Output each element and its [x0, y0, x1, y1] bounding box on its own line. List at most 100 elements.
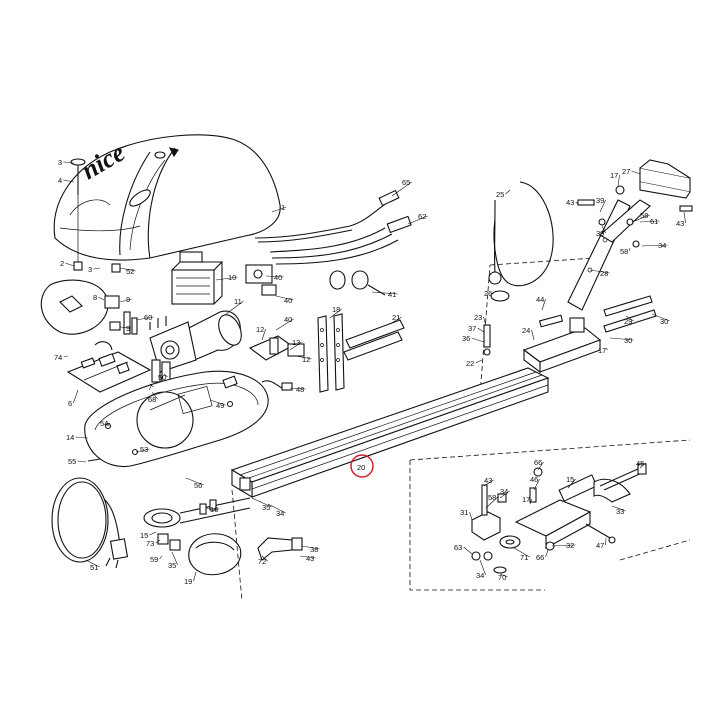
- callout-leader: [119, 298, 132, 303]
- callout-leader: [63, 179, 75, 183]
- callout-leader: [533, 478, 540, 491]
- gear-motor: [149, 310, 242, 383]
- part-number-72: 72: [258, 557, 266, 566]
- part-number-34: 34: [276, 509, 284, 518]
- callout-leader: [135, 316, 154, 321]
- limit-switch-assembly: [248, 335, 305, 361]
- control-unit-cap: [40, 279, 109, 335]
- callout-leader: [609, 337, 634, 341]
- part-number-46: 46: [530, 475, 538, 484]
- callout-leader: [611, 505, 626, 512]
- part-number-2: 2: [60, 259, 64, 268]
- callout-leader: [295, 355, 312, 360]
- connector-8: [104, 295, 121, 331]
- part-number-34: 34: [500, 487, 508, 496]
- wire-harness-62: [269, 215, 412, 265]
- part-number-23: 23: [474, 313, 482, 322]
- part-number-21: 21: [392, 313, 400, 322]
- callout-leader: [483, 316, 487, 327]
- part-number-39: 39: [596, 229, 604, 238]
- callout-leader: [275, 295, 294, 301]
- callout-leader: [407, 215, 428, 225]
- part-number-61: 61: [650, 217, 658, 226]
- base-plate: [84, 370, 269, 468]
- callout-leader: [631, 170, 641, 175]
- callout-leader: [289, 341, 302, 351]
- part-number-6: 6: [68, 399, 72, 408]
- part-number-63: 63: [454, 543, 462, 552]
- callout-leader: [225, 300, 244, 315]
- callout-leader: [77, 460, 87, 463]
- callout-leader: [265, 275, 284, 278]
- part-number-30: 30: [624, 336, 632, 345]
- callout-leader: [65, 262, 75, 267]
- callout-leader: [599, 199, 606, 213]
- callout-leader: [391, 181, 412, 197]
- part-number-33: 33: [616, 507, 624, 516]
- part-number-56: 56: [194, 481, 202, 490]
- part-number-32: 32: [566, 541, 574, 550]
- trolley-link: [514, 474, 631, 549]
- transformer: [171, 251, 224, 305]
- part-number-22: 22: [466, 359, 474, 368]
- pulley-71: [493, 535, 521, 574]
- part-number-50: 50: [158, 373, 166, 382]
- part-number-43: 43: [566, 198, 574, 207]
- part-number-29: 29: [624, 317, 632, 326]
- callout-leader: [107, 422, 110, 427]
- callout-leader: [589, 269, 610, 274]
- callout-leader: [567, 478, 576, 489]
- part-number-43: 43: [306, 554, 314, 563]
- part-number-43: 43: [484, 476, 492, 485]
- callout-leader: [205, 507, 220, 510]
- arm-28: [567, 199, 651, 311]
- callout-leader: [267, 503, 286, 514]
- motor-cover: nice: [53, 134, 281, 261]
- callout-leader: [651, 313, 670, 322]
- callout-leader: [301, 545, 320, 550]
- part-number-58: 58: [488, 493, 496, 502]
- part-number-15: 15: [140, 531, 148, 540]
- callout-leader: [513, 547, 530, 558]
- callout-leader: [251, 497, 272, 508]
- chain-end-29: [603, 295, 657, 333]
- wire-48: [261, 380, 293, 391]
- part-number-16: 16: [210, 505, 218, 514]
- part-number-7: 7: [148, 383, 152, 392]
- callout-leader: [485, 496, 498, 509]
- callout-leader: [531, 329, 535, 341]
- callout-leader: [479, 559, 486, 576]
- callout-leader: [499, 573, 508, 578]
- callout-leader: [149, 531, 157, 536]
- callout-leader: [601, 225, 606, 234]
- callout-leader: [631, 214, 650, 223]
- callout-leader: [163, 373, 168, 378]
- part-number-17: 17: [598, 346, 606, 355]
- part-number-15: 15: [566, 475, 574, 484]
- part-number-49: 49: [216, 401, 224, 410]
- part-number-44: 44: [536, 295, 544, 304]
- part-number-13: 13: [292, 338, 300, 347]
- callout-leader: [73, 389, 79, 404]
- callout-leader: [469, 511, 473, 521]
- part-number-74: 74: [54, 353, 62, 362]
- part-number-34: 34: [476, 571, 484, 580]
- part-number-12: 12: [256, 325, 264, 334]
- control-board: [66, 341, 152, 393]
- part-number-8: 8: [93, 293, 97, 302]
- callout-leader: [625, 315, 634, 322]
- part-number-27: 27: [622, 167, 630, 176]
- part-number-36: 36: [462, 334, 470, 343]
- callout-leader: [389, 316, 402, 325]
- highlight-ring-part-20: [350, 454, 374, 478]
- callout-leader: [135, 448, 150, 453]
- part-number-14: 14: [66, 433, 74, 442]
- bolt-23: [483, 324, 491, 356]
- callout-leader: [185, 477, 204, 486]
- part-number-38: 38: [310, 545, 318, 554]
- part-number-58: 58: [640, 211, 648, 220]
- callout-leader: [193, 571, 197, 582]
- drive-cover-19: [188, 533, 242, 576]
- callout-leader: [149, 383, 154, 388]
- part-number-66: 66: [536, 553, 544, 562]
